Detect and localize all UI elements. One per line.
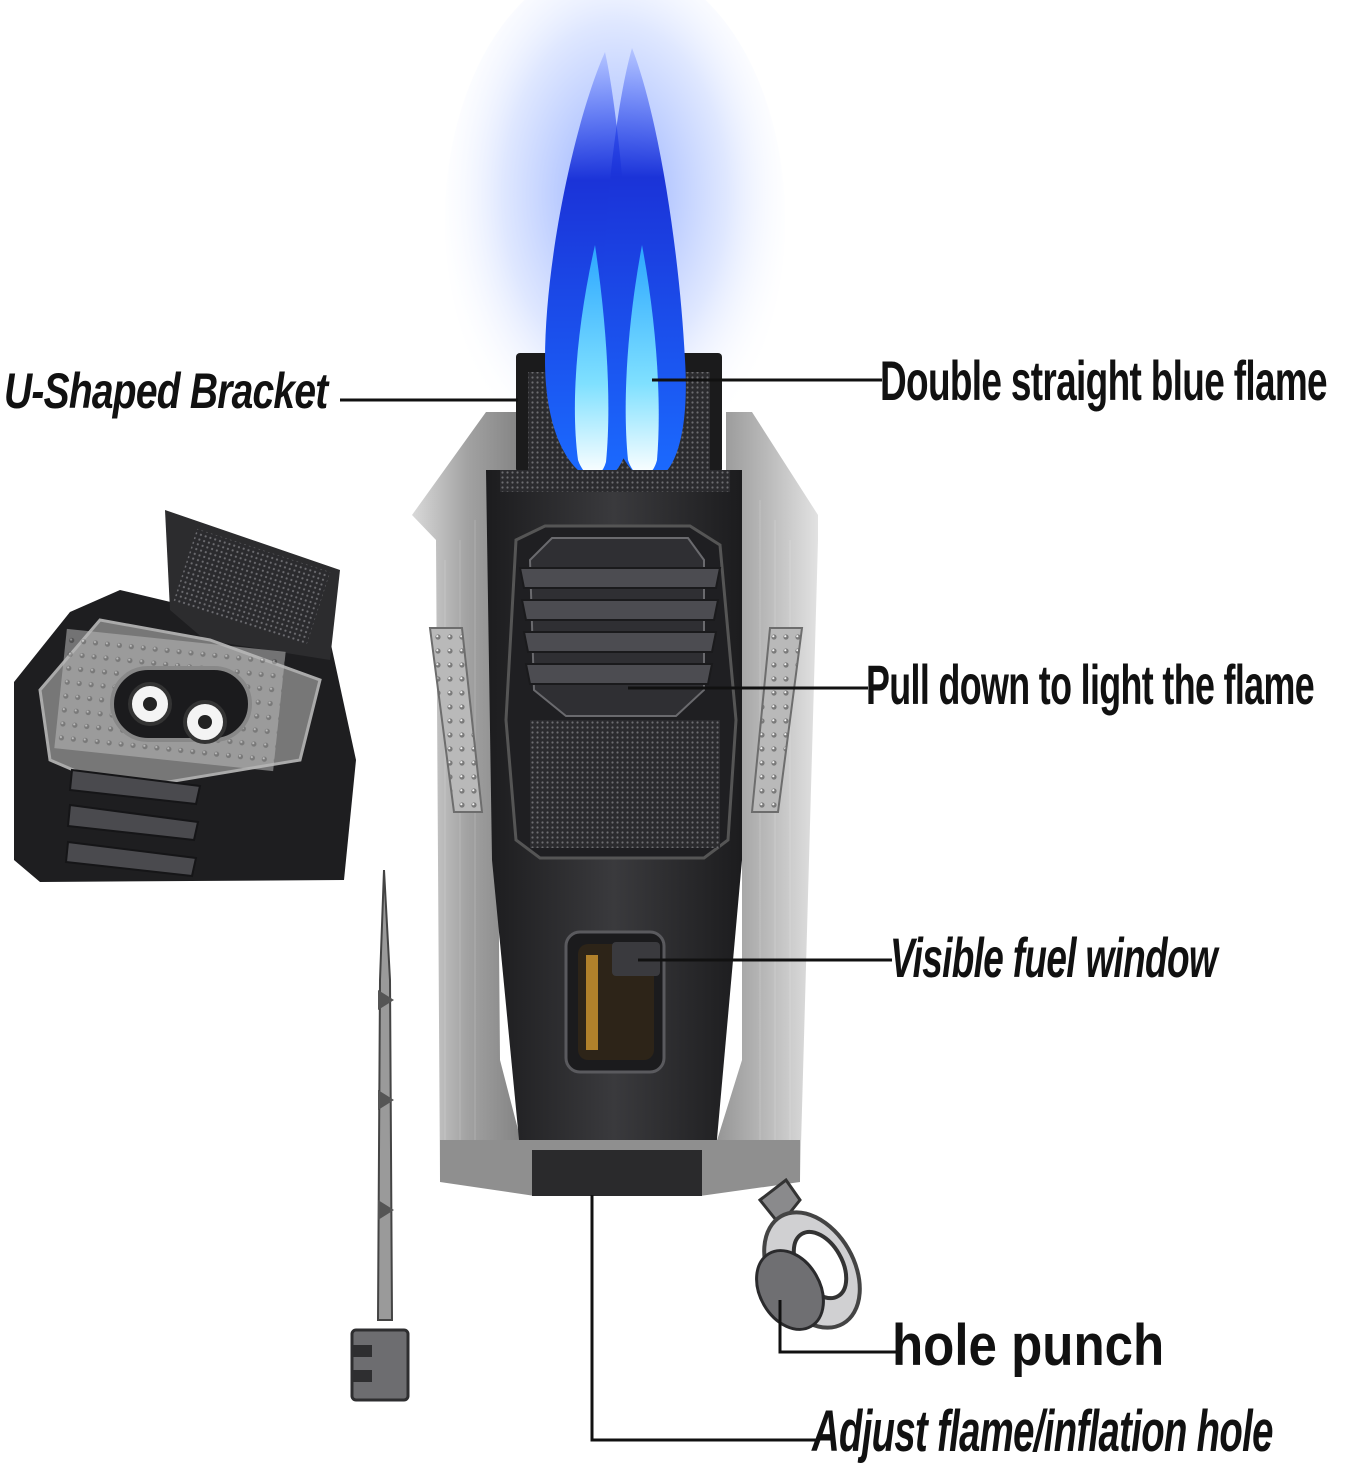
lighter-body xyxy=(412,412,818,1196)
double-blue-flame xyxy=(545,48,686,480)
label-u-shaped-bracket: U-Shaped Bracket xyxy=(4,363,328,419)
right-grip-panel xyxy=(750,627,804,813)
left-grip-panel xyxy=(428,627,484,813)
label-adjust-flame: Adjust flame/inflation hole xyxy=(812,1399,1273,1464)
label-double-flame: Double straight blue flame xyxy=(880,349,1328,412)
cigar-needle xyxy=(350,869,410,1402)
ignition-slider xyxy=(504,524,738,860)
callout-lines xyxy=(340,378,896,1442)
label-fuel-window: Visible fuel window xyxy=(890,926,1218,989)
fuel-window xyxy=(564,930,666,1074)
label-pull-down: Pull down to light the flame xyxy=(866,653,1315,716)
label-hole-punch: hole punch xyxy=(892,1313,1165,1378)
hole-punch-ring xyxy=(755,1177,862,1331)
nozzle-closeup-inset xyxy=(14,510,356,882)
